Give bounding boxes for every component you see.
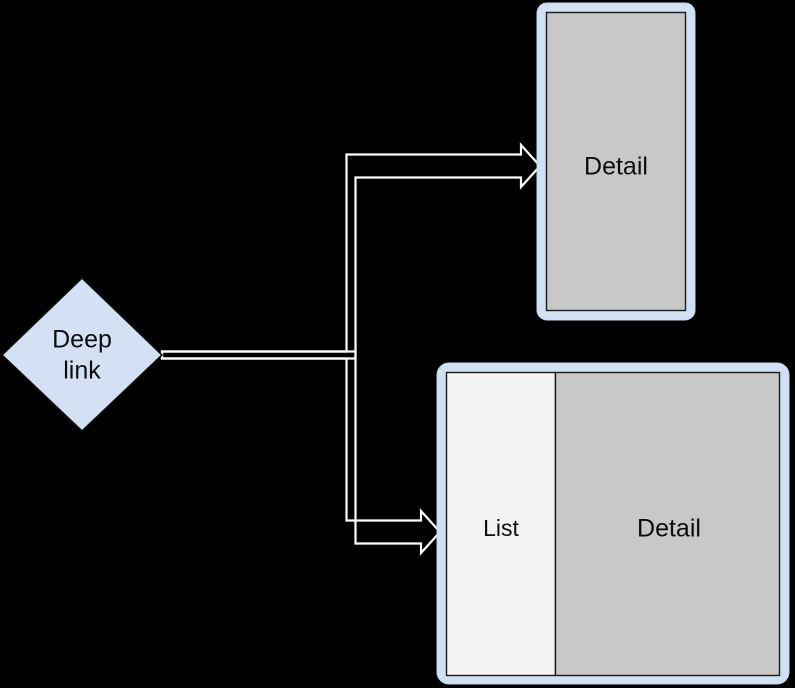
node-deep-link[interactable]: Deep link [0,276,164,433]
deep-link-label-line2: link [63,357,101,385]
detail-screen-panel [545,11,687,312]
detail-screen-label: Detail [584,153,648,181]
diamond-shape [0,276,164,433]
edge-path-top [160,142,542,360]
list-panel-label: List [483,515,519,541]
node-list-detail-screen[interactable]: List Detail [436,362,790,685]
detail-panel[interactable] [554,371,781,677]
node-detail-screen[interactable]: Detail [536,2,696,321]
list-panel[interactable] [445,371,557,677]
edge-deep-link-to-detail[interactable] [160,142,542,360]
edge-deep-link-to-list-detail[interactable] [160,350,442,556]
detail-panel-label: Detail [637,515,701,543]
edge-path-bottom [160,350,442,556]
edge-group [160,142,542,556]
deep-link-label-line1: Deep [52,326,112,354]
